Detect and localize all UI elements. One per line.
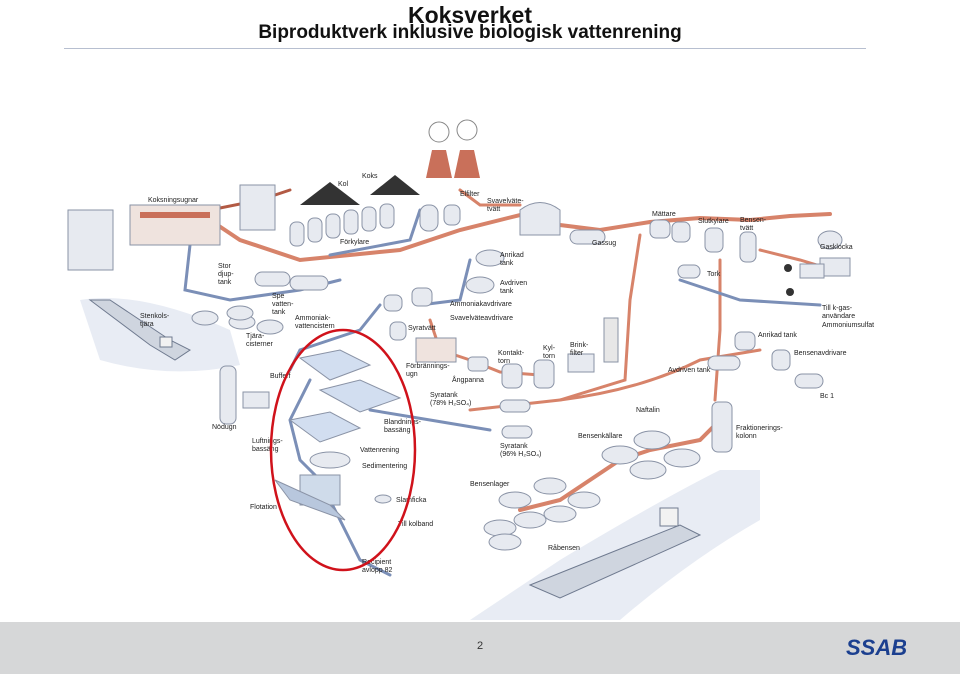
coke-ovens	[67, 184, 276, 271]
label-fraktioneringskolonn: Fraktionerings-kolonn	[736, 425, 783, 440]
label-bensentvatt: Bensen-tvätt	[740, 217, 767, 232]
label-rabensen: Råbensen	[548, 544, 580, 552]
label-gassug: Gassug	[592, 240, 616, 247]
slide-title: Koksverket	[407, 2, 533, 28]
label-bensenkallare: Bensenkällare	[578, 433, 622, 440]
label-bc1: Bc 1	[820, 393, 834, 400]
ships	[88, 299, 702, 599]
label-stenkolstjara: Stenkols-tjära	[140, 313, 170, 328]
label-kol: Kol	[338, 181, 349, 188]
label-syratank-78: Syratank(78% H₂SO₄)	[430, 392, 471, 407]
label-syratank-96: Syratank(96% H₂SO₄)	[500, 443, 541, 458]
label-till-kolband: Till kolband	[398, 521, 433, 528]
label-svavelvateavdrivare: Svavelväteavdrivare	[450, 315, 513, 322]
gas-buildings	[799, 257, 851, 279]
label-syratvatt: Syratvätt	[408, 325, 436, 332]
logo-text: SSAB	[846, 635, 906, 660]
footer-bar	[0, 622, 960, 674]
label-blandningsbassang: Blandnings-bassäng	[384, 419, 422, 434]
label-nodugn: Nödugn	[212, 424, 237, 431]
label-tjaracisterner: Tjära-cisterner	[246, 333, 274, 348]
label-ammoniumsulfat: Ammoniumsulfat	[822, 322, 874, 329]
label-angpanna: Ångpanna	[452, 375, 484, 384]
label-sedimentering: Sedimentering	[362, 463, 407, 470]
process-tanks	[191, 202, 843, 453]
tank-fields	[483, 430, 701, 551]
label-koksningsugnar: Koksningsugnar	[148, 197, 199, 204]
label-kyltorn: Kyl-torn	[543, 345, 556, 360]
process-diagram: Koksningsugnar Kol Koks Elfilter Svavelv…	[67, 119, 874, 620]
highlight-ellipse	[269, 328, 417, 572]
label-mattare: Mättare	[652, 211, 676, 218]
label-forkylare: Förkylare	[340, 239, 369, 246]
label-avdriven-tank-2: Avdriven tank	[668, 367, 711, 374]
ssab-logo: SSAB	[842, 634, 907, 660]
label-anrikad-tank-2: Anrikad tank	[758, 332, 797, 339]
label-brinkfilter: Brink-filter	[570, 342, 589, 357]
diagram-labels: Koksningsugnar Kol Koks Elfilter Svavelv…	[140, 173, 874, 574]
label-vattenrening: Vattenrening	[360, 447, 399, 454]
chimneys	[426, 119, 480, 178]
coolers	[289, 203, 395, 247]
label-koks: Koks	[362, 173, 378, 180]
coal-piles	[300, 175, 420, 205]
label-tork: Tork	[707, 271, 721, 278]
label-flotation: Flotation	[250, 504, 277, 511]
label-bensenlager: Bensenlager	[470, 481, 510, 488]
label-luftningsbassang: Luftnings-bassäng	[252, 438, 283, 453]
title-divider	[64, 48, 866, 49]
page-number: 2	[476, 640, 484, 652]
label-gasklocka: Gasklocka	[820, 244, 853, 251]
label-naftalin: Naftalin	[636, 407, 660, 414]
label-bufferf: Bufferf	[270, 373, 291, 380]
label-forbranningsugn: Förbrännings-ugn	[406, 363, 450, 378]
label-bensenavdrivare: Bensenavdrivare	[794, 350, 847, 357]
slide-subtitle: Biproduktverk inklusive biologisk vatten…	[258, 22, 682, 43]
label-slamficka: Slamficka	[396, 497, 426, 504]
valves	[784, 264, 794, 296]
label-svavelvatetvatt: Svavelväte-tvätt	[487, 198, 524, 213]
label-till-kgas: Till k-gas-användare	[822, 305, 855, 320]
label-ammoniakvattencistern: Ammoniak-vattencistern	[295, 315, 335, 330]
label-slutkylare: Slutkylare	[698, 218, 729, 225]
label-kontakttorn: Kontakt-torn	[498, 350, 525, 365]
water-treatment	[274, 349, 402, 521]
label-ammoniakavdrivare: Ammoniakavdrivare	[450, 301, 512, 308]
label-elfilter: Elfilter	[460, 191, 480, 198]
